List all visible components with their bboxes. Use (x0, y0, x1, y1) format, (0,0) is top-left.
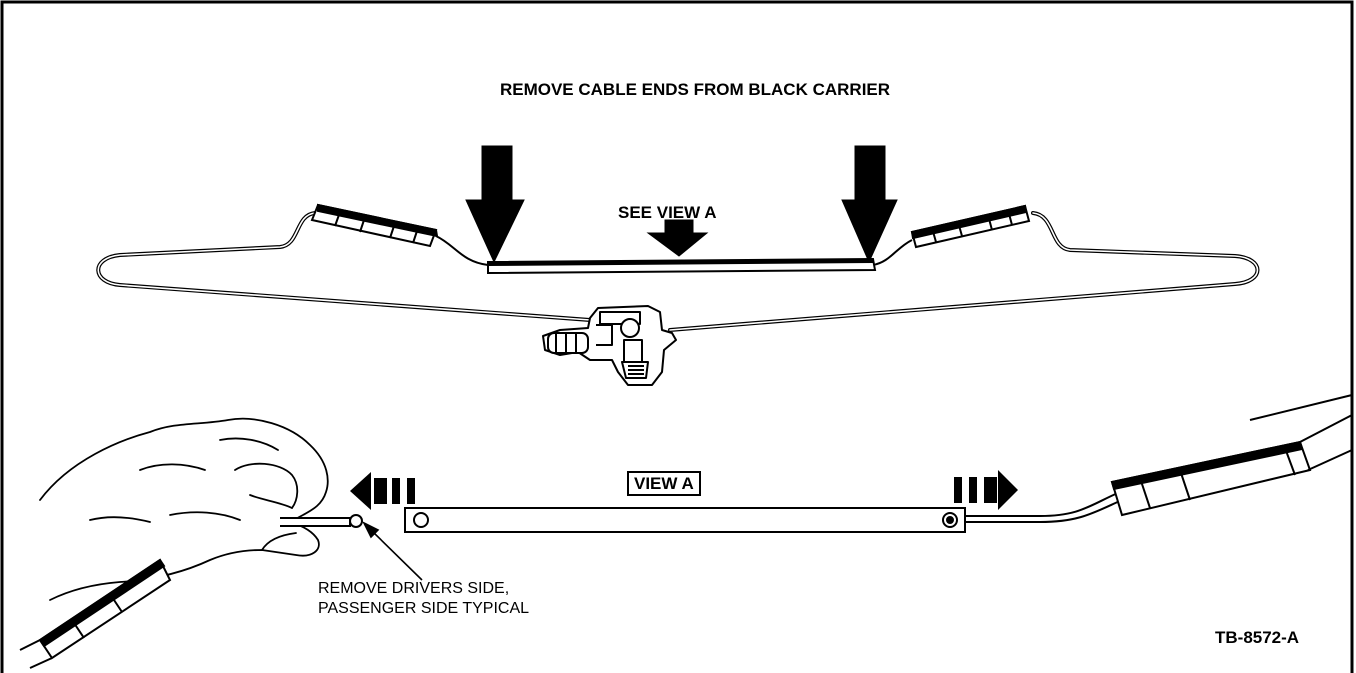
black-carrier (487, 257, 877, 275)
note-leader (362, 521, 423, 581)
carrier-bar (404, 507, 966, 533)
right-pull-arrow (954, 470, 1018, 510)
left-pull-arrow (350, 472, 415, 510)
view-a-label: VIEW A (627, 471, 701, 496)
cable-end (280, 514, 363, 528)
figure-code: TB-8572-A (1215, 628, 1300, 647)
note-line-2: PASSENGER SIDE TYPICAL (318, 600, 530, 617)
left-cable-sleeve (310, 203, 489, 266)
right-cable-sleeve (872, 204, 1031, 266)
see-view-arrow (646, 219, 709, 257)
cable-loop-inner (97, 212, 1259, 331)
view-a-right-sleeve (1110, 394, 1353, 517)
view-a-right-cable (965, 491, 1123, 523)
bottom-left-sleeve (19, 558, 172, 669)
see-view-callout: SEE VIEW A (618, 203, 717, 222)
figure-title: REMOVE CABLE ENDS FROM BLACK CARRIER (499, 80, 891, 99)
hand (39, 417, 329, 601)
window-motor (542, 305, 677, 386)
note-line-1: REMOVE DRIVERS SIDE, (318, 580, 510, 597)
down-arrows (465, 145, 898, 264)
